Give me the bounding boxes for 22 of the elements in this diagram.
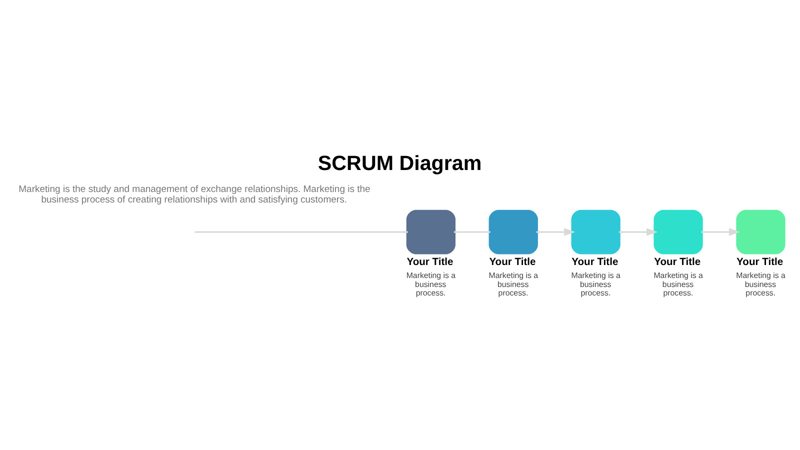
arrow <box>618 228 658 236</box>
node-box <box>406 209 456 254</box>
node-label: Marketing is a business process. <box>736 270 786 297</box>
node-box <box>654 209 703 254</box>
node-box <box>736 209 786 254</box>
node-label: Your Title <box>572 256 618 268</box>
arrow <box>536 228 576 236</box>
label: Marketing is the study and management of exchange relationships. Marketing is the business process of creating relationships with and satisfying customers. <box>18 184 370 205</box>
node-label: Your Title <box>654 256 701 268</box>
node-box <box>488 209 538 254</box>
connector <box>194 230 408 232</box>
diagram-title: SCRUM Diagram <box>318 152 482 175</box>
node-label: Your Title <box>736 256 784 268</box>
arrow <box>701 228 740 236</box>
node-label: Marketing is a business process. <box>654 270 703 297</box>
node-label: Your Title <box>406 256 454 268</box>
node-label: Your Title <box>489 256 536 268</box>
connector <box>454 230 490 232</box>
node-label: Marketing is a business process. <box>406 270 456 297</box>
node-label: Marketing is a business process. <box>488 270 538 297</box>
node-box <box>571 209 620 254</box>
node-label: Marketing is a business process. <box>571 270 620 297</box>
